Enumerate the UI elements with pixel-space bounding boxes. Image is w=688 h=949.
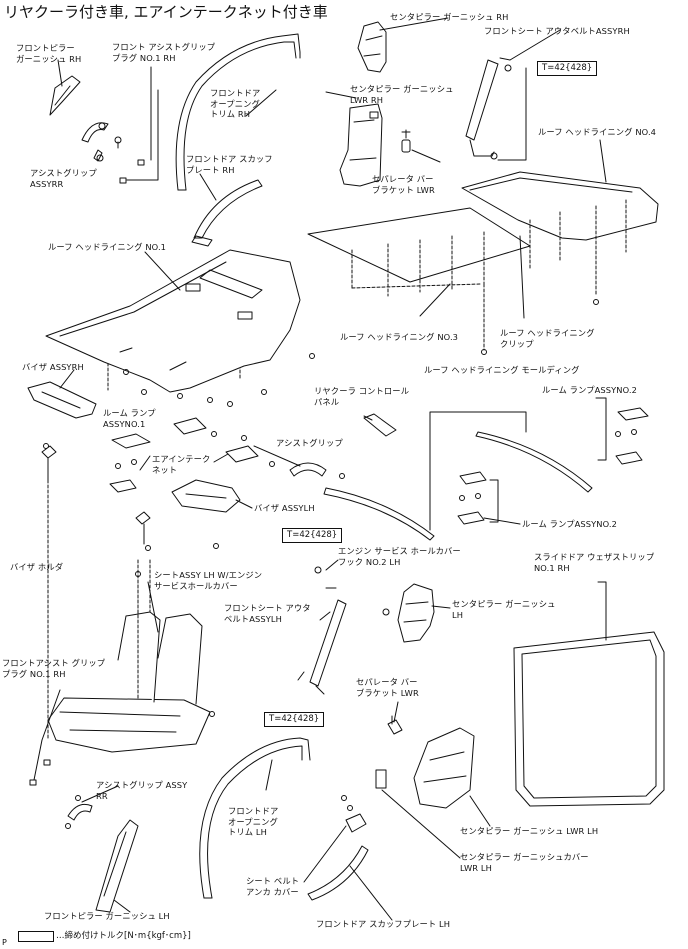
label-rear-cooler-control-panel: リヤクーラ コントロール パネル bbox=[314, 386, 410, 407]
label-front-assist-grip-plug-top: フロント アシストグリップ プラグ NO.1 RH bbox=[112, 42, 216, 63]
seat-belt-anchor-cover-part bbox=[341, 795, 367, 833]
label-front-pillar-garnish-lh: フロントピラー ガーニッシュ LH bbox=[44, 911, 170, 921]
label-roof-headlining-clip: ルーフ ヘッドライニング クリップ bbox=[500, 328, 595, 349]
center-pillar-garnish-cover-part bbox=[375, 769, 387, 789]
visor-rh-part bbox=[27, 381, 97, 419]
label-roof-headlining-no4: ルーフ ヘッドライニング NO.4 bbox=[538, 127, 657, 137]
label-assist-grip: アシストグリップ bbox=[276, 438, 343, 448]
plug-bottom-part bbox=[29, 759, 51, 786]
label-front-seat-outer-belt-rh: フロントシート アウタベルトASSYRH bbox=[484, 26, 630, 36]
assist-grip-rr-bottom-part bbox=[65, 795, 93, 829]
label-room-lamp-no2-top: ルーム ランプASSYNO.2 bbox=[542, 385, 638, 395]
visor-lh-part bbox=[171, 479, 241, 513]
slide-door-weatherstrip-part bbox=[513, 581, 665, 807]
label-visor-lh: バイザ ASSYLH bbox=[254, 503, 315, 513]
front-seat-outer-belt-lh-part bbox=[297, 587, 347, 695]
screws bbox=[43, 299, 599, 717]
roof-headlining-no1-part bbox=[45, 249, 301, 393]
front-door-scuff-plate-lh-part bbox=[307, 845, 369, 901]
label-center-pillar-garnish-cover-lwr-lh: センタピラー ガーニッシュカバー LWR LH bbox=[460, 852, 589, 873]
front-door-opening-trim-rh-part bbox=[175, 33, 301, 191]
room-lamp-no1-part bbox=[109, 433, 151, 493]
label-air-intake-net: エアインテーク ネット bbox=[152, 454, 211, 475]
label-seat-belt-anchor-cover: シート ベルト アンカ カバー bbox=[246, 876, 300, 897]
label-roof-headlining-no1: ルーフ ヘッドライニング NO.1 bbox=[48, 242, 167, 252]
roof-headlining-no4-part bbox=[461, 171, 659, 241]
rear-cooler-control-panel-part bbox=[363, 413, 397, 437]
label-slide-door-weatherstrip: スライドドア ウェザストリップ NO.1 RH bbox=[534, 552, 655, 573]
center-pillar-garnish-lh-part bbox=[397, 583, 435, 643]
roof-moulding-lh-part bbox=[323, 487, 435, 541]
label-front-door-opening-trim-rh: フロントドア オープニング トリム RH bbox=[210, 88, 261, 119]
label-visor-holder: バイザ ホルダ bbox=[10, 562, 64, 572]
center-pillar-garnish-lwr-rh-part bbox=[339, 103, 383, 187]
torque-legend-box bbox=[18, 931, 54, 942]
front-door-opening-trim-lh-part bbox=[199, 737, 311, 899]
leader-lines bbox=[33, 17, 607, 921]
assist-grip-center-part bbox=[269, 461, 345, 479]
roof-headlining-moulding-part bbox=[429, 411, 593, 531]
label-front-seat-outer-belt-lh: フロントシート アウタ ベルトASSYLH bbox=[224, 603, 311, 624]
label-center-pillar-garnish-lwr-lh: センタピラー ガーニッシュ LWR LH bbox=[460, 826, 599, 836]
assist-grip-plug-part bbox=[119, 66, 159, 184]
front-seat-outer-belt-rh-part bbox=[465, 57, 527, 161]
center-pillar-garnish-rh-part bbox=[357, 21, 387, 73]
label-roof-headlining-moulding: ルーフ ヘッドライニング モールディング bbox=[424, 365, 580, 375]
diagram-title: リヤクーラ付き車, エアインテークネット付き車 bbox=[4, 3, 328, 21]
label-center-pillar-garnish-lh: センタピラー ガーニッシュ LH bbox=[452, 599, 556, 620]
torque-spec-2: T=42{428} bbox=[282, 528, 343, 543]
corner-mark: P bbox=[2, 938, 7, 947]
air-intake-net-part bbox=[173, 417, 259, 463]
front-door-scuff-plate-rh-part bbox=[191, 179, 263, 247]
label-room-lamp-no2-bottom: ルーム ランプASSYNO.2 bbox=[522, 519, 618, 529]
label-front-door-opening-trim-lh: フロントドア オープニング トリム LH bbox=[228, 806, 279, 837]
label-front-pillar-garnish-rh: フロントピラー ガーニッシュ RH bbox=[16, 43, 82, 64]
separator-bar-bracket-top-part bbox=[401, 129, 411, 153]
label-front-assist-grip-plug-bottom: フロントアシスト グリップ プラグ NO.1 RH bbox=[2, 658, 106, 679]
center-pillar-garnish-lwr-lh-part bbox=[413, 727, 475, 809]
assist-grip-rr-part bbox=[81, 122, 122, 162]
label-center-pillar-garnish-rh: センタピラー ガーニッシュ RH bbox=[390, 12, 509, 22]
label-seat-assy-lh: シートASSY LH W/エンジン サービスホールカバー bbox=[154, 570, 263, 591]
torque-spec-3: T=42{428} bbox=[264, 712, 325, 727]
label-center-pillar-garnish-lwr-rh: センタピラー ガーニッシュ LWR RH bbox=[350, 84, 454, 105]
label-engine-service-hole-cover-hook: エンジン サービス ホールカバー フック NO.2 LH bbox=[338, 546, 461, 567]
front-pillar-garnish-lh-part bbox=[95, 819, 139, 913]
label-front-door-scuff-plate-rh: フロントドア スカッフ プレート RH bbox=[186, 154, 273, 175]
torque-spec-1: T=42{428} bbox=[537, 61, 598, 76]
label-visor-rh: バイザ ASSYRH bbox=[22, 362, 84, 372]
visor-holder-part bbox=[41, 445, 151, 545]
separator-bar-bracket-bottom-part bbox=[387, 715, 403, 735]
label-room-lamp-no1: ルーム ランプ ASSYNO.1 bbox=[103, 408, 156, 429]
label-separator-bar-bracket-bottom: セパレータ バー ブラケット LWR bbox=[356, 677, 419, 698]
seat-assy-lh-part bbox=[47, 579, 211, 753]
label-front-door-scuff-plate-lh: フロントドア スカッフプレート LH bbox=[316, 919, 451, 929]
label-assist-grip-rr-bottom: アシストグリップ ASSY RR bbox=[96, 780, 188, 801]
torque-legend-text: …締め付けトルク[N･m{kgf･cm}] bbox=[56, 931, 191, 941]
roof-headlining-no3-part bbox=[307, 207, 531, 283]
front-pillar-garnish-rh-part bbox=[49, 75, 81, 116]
label-separator-bar-bracket-top: セパレータ バー ブラケット LWR bbox=[372, 174, 435, 195]
room-lamp-no2-part bbox=[457, 397, 649, 525]
label-roof-headlining-no3: ルーフ ヘッドライニング NO.3 bbox=[340, 332, 459, 342]
label-assist-grip-rr-top: アシストグリップ ASSYRR bbox=[30, 168, 97, 189]
